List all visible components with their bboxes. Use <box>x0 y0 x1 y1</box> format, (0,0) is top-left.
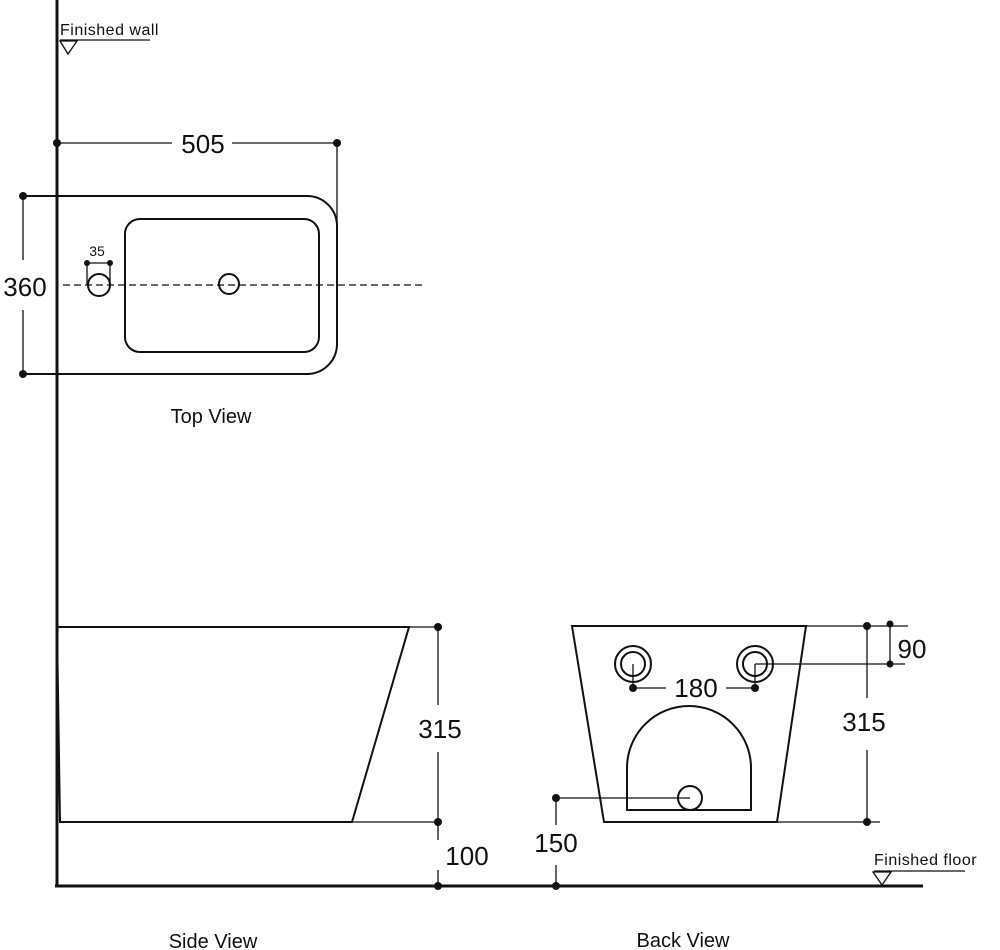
side-view: 315 100 Side View <box>55 623 489 950</box>
top-view: 505 360 35 Top View <box>3 129 422 428</box>
side-view-label: Side View <box>169 931 258 950</box>
dim-back-height-315: 315 <box>842 707 885 737</box>
finished-floor-marker: Finished floor <box>871 852 977 887</box>
level-triangle-icon <box>871 871 893 887</box>
drain-hole <box>218 273 240 295</box>
top-view-label: Top View <box>171 406 252 428</box>
dim-side-height-315: 315 <box>418 714 461 744</box>
finished-floor-label: Finished floor <box>874 852 977 869</box>
finished-wall-label: Finished wall <box>60 22 159 39</box>
dim-outlet-height-150: 150 <box>534 828 577 858</box>
back-view-label: Back View <box>636 930 730 950</box>
rear-opening <box>626 705 752 811</box>
back-view: 315 90 180 150 Back View <box>534 620 927 950</box>
dim-length-505: 505 <box>181 129 224 159</box>
dim-floor-gap-100: 100 <box>445 841 488 871</box>
dim-tap-hole-35: 35 <box>89 243 105 259</box>
dim-inlet-offset-90: 90 <box>898 634 927 664</box>
bidet-outline-top <box>23 195 338 375</box>
level-triangle-icon <box>58 40 79 56</box>
bidet-outline-side <box>55 626 411 823</box>
finished-wall-marker: Finished wall <box>58 22 159 56</box>
dim-inlet-spacing-180: 180 <box>674 673 717 703</box>
dim-width-360: 360 <box>3 272 46 302</box>
